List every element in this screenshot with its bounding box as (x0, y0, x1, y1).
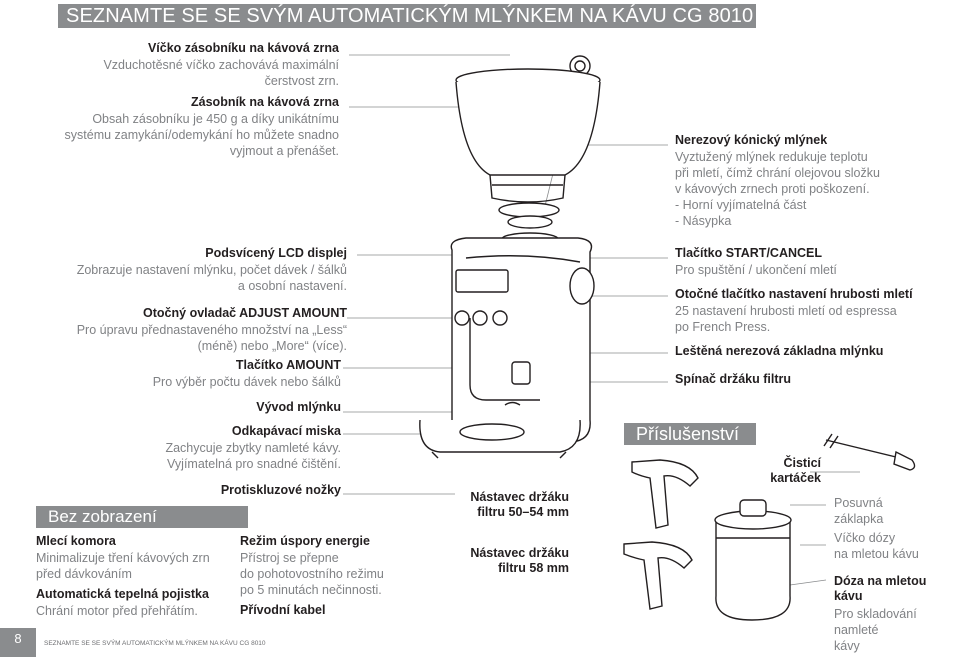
lcd-desc: Zobrazuje nastavení mlýnku, počet dávek … (76, 263, 347, 293)
lid-title: Víčko zásobníku na kávová zrna (147, 41, 339, 55)
chamber-title: Mlecí komora (36, 534, 116, 548)
feet-title: Protiskluzové nožky (220, 483, 341, 497)
holder-switch-title: Spínač držáku filtru (675, 372, 791, 386)
accessories-banner: Příslušenství (624, 423, 756, 445)
tray-desc: Zachycuje zbytky namleté kávy.Vyjímateln… (165, 441, 341, 471)
standby-title: Režim úspory energie (240, 534, 370, 548)
page-number: 8 (0, 628, 36, 657)
lcd-title: Podsvícený LCD displej (205, 246, 347, 260)
amount-desc: Pro výběr počtu dávek nebo šálků (152, 375, 341, 389)
page-title-bar: SEZNAMTE SE SE SVÝM AUTOMATICKÝM MLÝNKEM… (58, 4, 756, 28)
hidden-banner: Bez zobrazení (36, 506, 248, 528)
thermal-desc: Chrání motor před přehřátím. (36, 604, 198, 618)
outlet-title: Vývod mlýnku (256, 400, 341, 414)
adjust-desc: Pro úpravu přednastaveného množství na „… (76, 323, 347, 353)
burr-title: Nerezový kónický mlýnek (675, 133, 828, 147)
tray-title: Odkapávací miska (231, 424, 341, 438)
cord-title: Přívodní kabel (240, 603, 326, 617)
start-desc: Pro spuštění / ukončení mletí (675, 263, 837, 277)
page-title: SEZNAMTE SE SE SVÝM AUTOMATICKÝM MLÝNKEM… (66, 5, 754, 27)
adjust-title: Otočný ovladač ADJUST AMOUNT (143, 306, 347, 320)
base-title: Leštěná nerezová základna mlýnku (675, 344, 884, 358)
grind-title: Otočné tlačítko nastavení hrubosti mletí (675, 287, 913, 301)
hopper-title: Zásobník na kávová zrna (191, 95, 339, 109)
thermal-title: Automatická tepelná pojistka (36, 587, 209, 601)
start-title: Tlačítko START/CANCEL (675, 246, 822, 260)
hopper-desc: Obsah zásobníku je 450 g a díky unikátní… (64, 112, 339, 158)
amount-title: Tlačítko AMOUNT (235, 358, 341, 372)
page-footer: SEZNAMTE SE SE SVÝM AUTOMATICKÝM MLÝNKEM… (44, 640, 266, 647)
